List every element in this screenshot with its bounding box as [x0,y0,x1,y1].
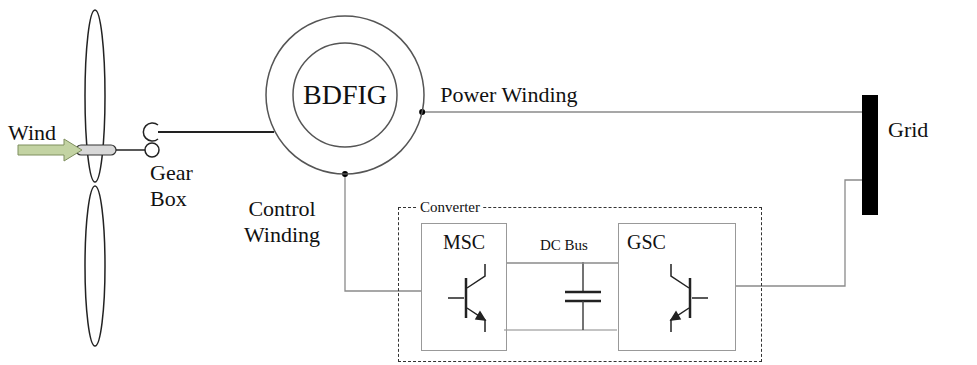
converter-box: GSC [618,223,736,351]
gear-symbol [145,143,159,157]
generator-circle: BDFIG [265,15,425,175]
bus-label: DC Bus [540,236,588,254]
converter-label: MSC [422,224,506,254]
generator-label: BDFIG [303,79,387,111]
hub-shaft [116,149,145,151]
input-label: Wind [8,120,56,146]
winding-label: Power Winding [440,82,577,108]
grid-label: Grid [888,117,928,143]
gear-symbol [143,123,158,141]
wire-connector [736,180,862,286]
grid-bus-bar: Grid [862,95,878,215]
capacitor-plate [565,291,601,294]
stator-circle [266,16,424,174]
winding-label: Control Winding [227,196,337,248]
transistor-symbol [448,264,485,332]
transistor-symbol [671,264,708,332]
converter-box: ConverterMSCGSC [398,207,762,362]
part-label: Gear Box [150,160,210,212]
wire-connector [345,174,421,291]
wire-connector [422,111,862,112]
group-heading: Converter [417,198,483,216]
rotor-circle [293,43,397,147]
converter-box: MSC [421,223,507,351]
dc-bus-rail [504,329,617,330]
generator-shaft [158,131,274,133]
capacitor-lead [582,262,584,292]
turbine-blade [85,10,105,182]
turbine-blade [85,186,105,346]
converter-label: GSC [619,224,735,254]
wire-connector [507,262,618,263]
capacitor-lead [582,301,584,330]
